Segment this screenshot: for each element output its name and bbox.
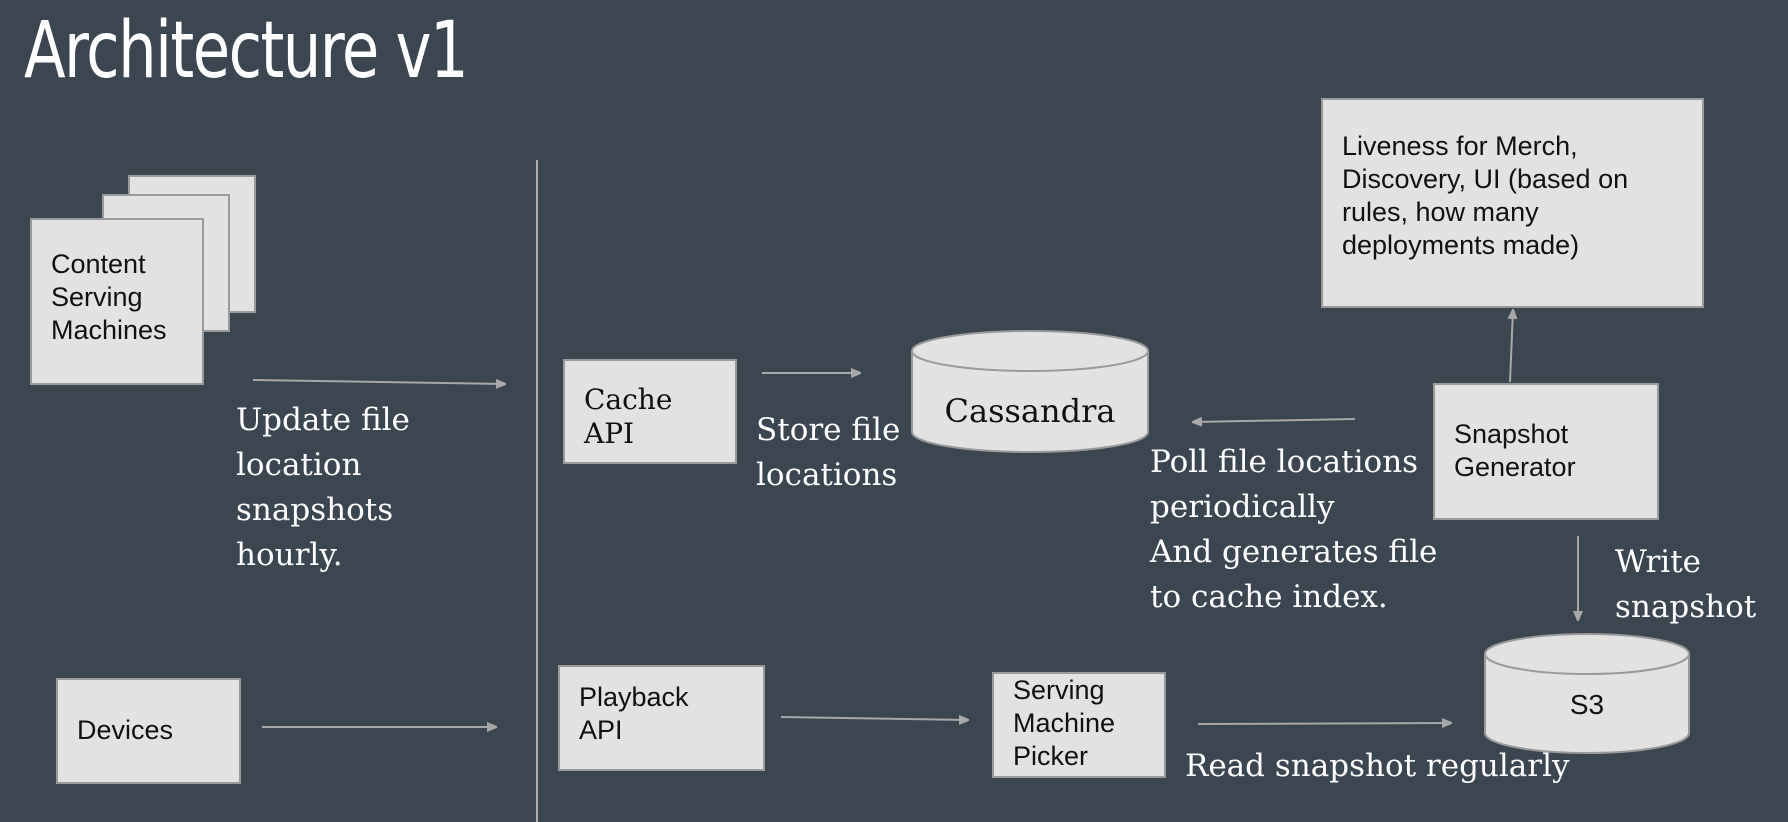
cassandra-label: Cassandra xyxy=(944,392,1116,430)
write-snapshot-label: Write snapshot xyxy=(1615,544,1757,625)
store-file-label: Store file locations xyxy=(756,412,901,493)
arrow-snapshot-to-cassandra xyxy=(1193,419,1356,422)
playback-api-label: Playback API xyxy=(579,682,689,745)
content-serving-machines-label: Content Serving Machines xyxy=(51,249,167,345)
cache-api-label: Cache API xyxy=(584,383,673,451)
snapshot-generator-box: Snapshot Generator xyxy=(1433,383,1659,520)
arrow-content-to-cache xyxy=(252,380,505,384)
arrow-playback-to-picker xyxy=(780,717,968,720)
poll-file-label: Poll file locations periodically And gen… xyxy=(1150,444,1438,615)
read-snapshot-label: Read snapshot regularly xyxy=(1185,748,1570,784)
arrow-picker-to-s3 xyxy=(1197,723,1451,724)
devices-label: Devices xyxy=(77,715,174,745)
content-serving-machines-box: Content Serving Machines xyxy=(30,218,204,385)
cassandra-cylinder xyxy=(911,330,1149,453)
arrow-snapshot-to-liveness xyxy=(1510,310,1513,383)
update-file-label: Update file location snapshots hourly. xyxy=(236,402,410,573)
serving-machine-picker-label: Serving Machine Picker xyxy=(1013,675,1116,771)
liveness-box: Liveness for Merch, Discovery, UI (based… xyxy=(1321,98,1704,308)
devices-box: Devices xyxy=(56,678,241,784)
page-title: Architecture v1 xyxy=(24,6,469,96)
serving-machine-picker-box: Serving Machine Picker xyxy=(992,672,1166,778)
liveness-label: Liveness for Merch, Discovery, UI (based… xyxy=(1342,131,1629,260)
cache-api-box: Cache API xyxy=(563,359,737,464)
s3-label: S3 xyxy=(1569,689,1605,720)
playback-api-box: Playback API xyxy=(558,665,765,771)
snapshot-generator-label: Snapshot Generator xyxy=(1454,419,1576,482)
s3-cylinder xyxy=(1484,633,1690,754)
